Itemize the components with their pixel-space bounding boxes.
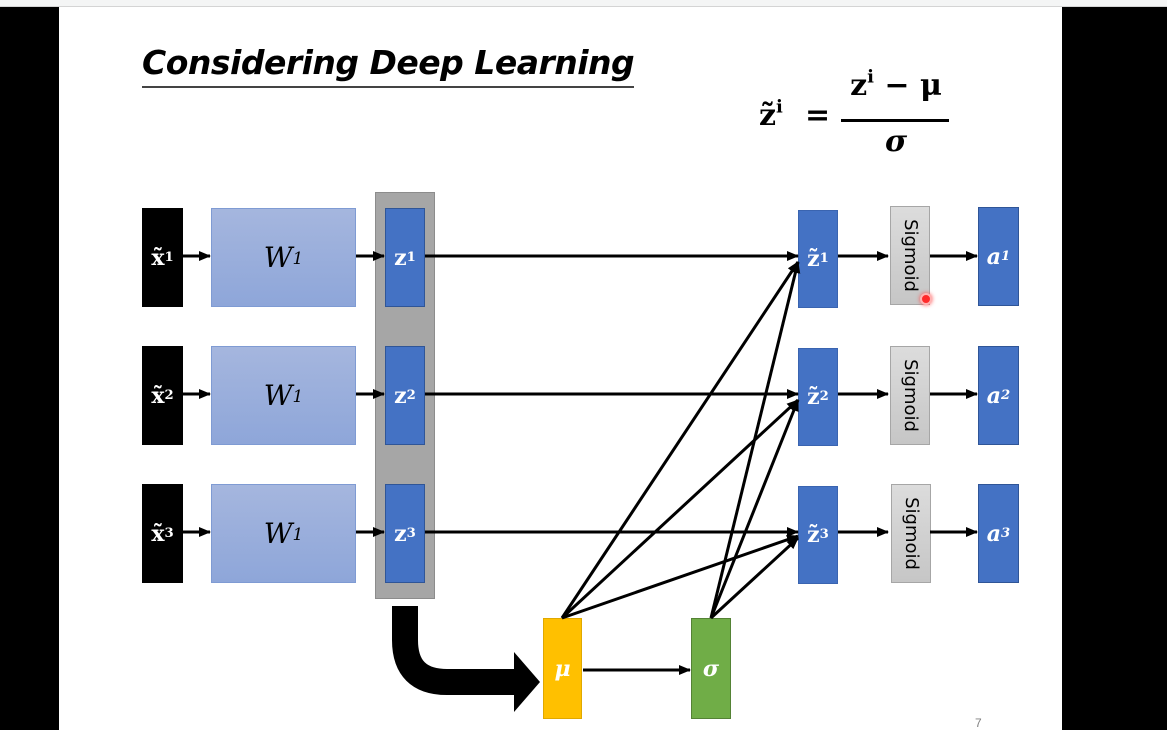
formula-lhs: z̃i [759,96,783,133]
z-normalized-box-3: z̃3 [798,486,838,584]
z-normalized-box-2: z̃2 [798,348,838,446]
sigmoid-box-3: Sigmoid [891,484,931,583]
input-box-2: x̃2 [142,346,183,445]
arrow-mu-zt1 [560,261,800,619]
std-box: σ [691,618,731,719]
formula-equals: = [805,98,831,133]
formula-denominator: σ [884,124,908,159]
window-top-bar [0,0,1167,7]
sigmoid-box-2: Sigmoid [890,346,930,445]
bent-arrow-head [514,652,540,712]
arrow-mu-zt3 [561,534,799,620]
slide-title: Considering Deep Learning [142,42,635,88]
mean-box: μ [543,618,582,719]
arrow-sigma-zt3 [709,536,800,620]
z-normalized-box-1: z̃1 [798,210,838,308]
bent-arrow-z-to-mu [392,606,515,695]
normalization-formula: z̃i = zi − μ σ [755,68,965,163]
page-number: 7 [975,716,982,730]
formula-fraction-bar [841,119,949,122]
input-box-1: x̃1 [142,208,183,307]
arrow-mu-zt2 [560,398,800,620]
arrow-sigma-zt1 [709,261,801,619]
arrow-sigma-zt2 [709,399,800,619]
sigmoid-box-1: Sigmoid [890,206,930,305]
formula-numerator: zi − μ [850,66,942,103]
input-box-3: x̃3 [142,484,183,583]
pointer-cursor-icon [920,293,932,305]
